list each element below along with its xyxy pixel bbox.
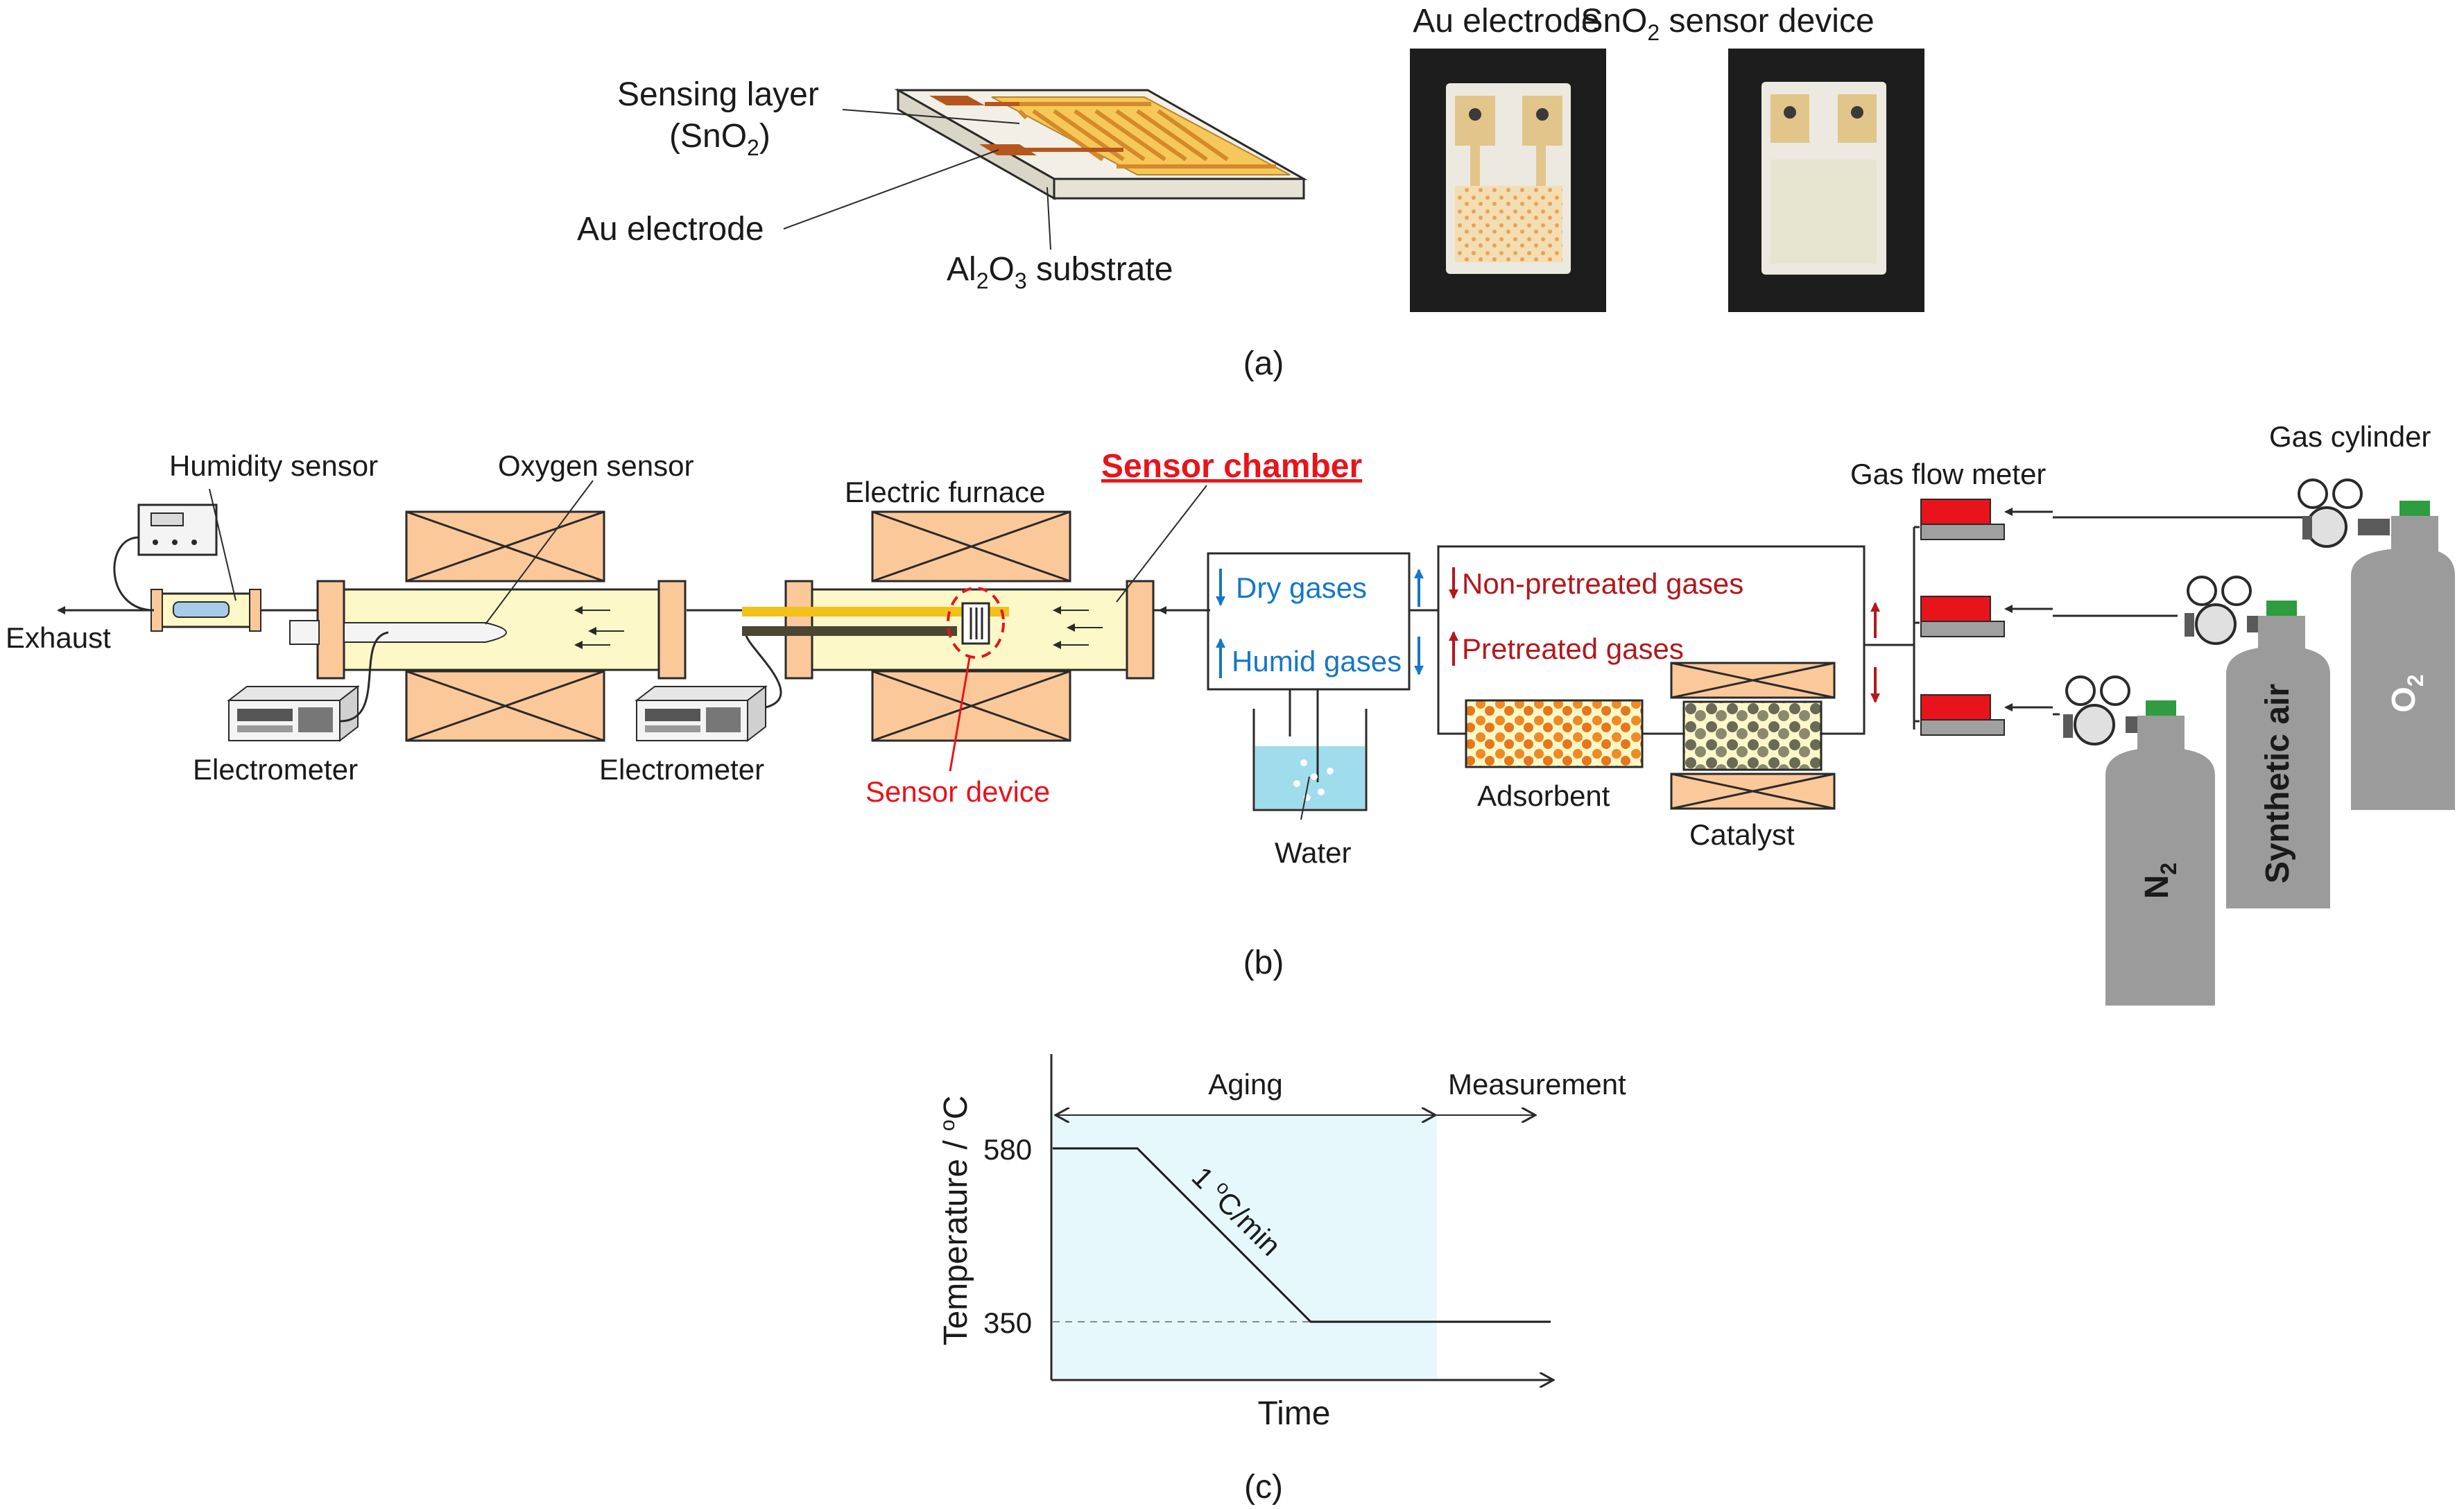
caption-b: (b): [1243, 945, 1284, 981]
humidifier: Dry gases Humid gases: [1207, 552, 1424, 811]
temperature-profile: [1053, 1147, 1551, 1323]
label-sensing-layer-material: (SnO2): [669, 118, 770, 160]
y-axis-label: Temperature / oC: [936, 1096, 974, 1346]
oxygen-sensor-tube: [289, 580, 687, 680]
label-electric-furnace: Electric furnace: [845, 476, 1045, 508]
label-sensing-layer: Sensing layer: [617, 76, 819, 113]
sensor-chamber-tube: [742, 580, 1155, 680]
sensor-schematic: [894, 88, 1308, 200]
tick-350: 350: [983, 1307, 1032, 1339]
label-pretreated: Pretreated gases: [1462, 632, 1684, 665]
cylinder-air-label: Synthetic air: [2259, 684, 2296, 883]
label-exhaust: Exhaust: [6, 621, 111, 654]
tick-580: 580: [983, 1133, 1032, 1166]
cylinder-n2: N2: [2105, 700, 2215, 1006]
label-gas-cylinder: Gas cylinder: [2269, 420, 2431, 453]
label-adsorbent: Adsorbent: [1477, 779, 1610, 812]
caption-c: (c): [1244, 1469, 1283, 1506]
photo-sno2-device-title: SnO2 sensor device: [1580, 3, 1874, 45]
regulator-o2: [2298, 478, 2390, 548]
au-pad-top: [929, 96, 985, 105]
caption-a: (a): [1243, 345, 1284, 382]
photo-au-electrode-title: Au electrode: [1413, 3, 1600, 40]
panel-c: Aging Measurement 580 350 1 oC/min Tempe…: [936, 1054, 1626, 1506]
label-substrate: Al2O3 substrate: [947, 251, 1173, 293]
flow-meter-n2: [1920, 694, 2060, 736]
label-humid-gases: Humid gases: [1232, 645, 1402, 678]
photo-sno2-device: SnO2 sensor device: [1580, 3, 1924, 312]
photo-au-electrode: Au electrode: [1410, 3, 1606, 312]
label-oxygen-sensor: Oxygen sensor: [498, 449, 693, 482]
adsorbent-bed: [1465, 699, 1644, 768]
panel-b: Exhaust Humidity sensor: [6, 420, 2455, 1006]
gas-manifold: [1864, 526, 1920, 730]
label-aging: Aging: [1208, 1068, 1282, 1101]
label-water: Water: [1275, 836, 1351, 869]
catalyst-bed: [1682, 700, 1823, 771]
panel-a: Sensing layer (SnO2) Au electrode Al2O3 …: [577, 3, 1924, 382]
label-electrometer-left: Electrometer: [193, 753, 358, 786]
label-measurement: Measurement: [1448, 1068, 1626, 1101]
flow-meter-air: [1920, 596, 2178, 637]
aging-region: [1053, 1115, 1437, 1379]
x-axis-label: Time: [1258, 1395, 1331, 1432]
regulator-air: [2185, 576, 2272, 645]
label-dry-gases: Dry gases: [1236, 571, 1367, 604]
electrometer-right: [635, 629, 798, 743]
cylinder-n2-label: N2: [2139, 863, 2181, 899]
flow-meter-o2: [1920, 499, 2302, 540]
label-electrometer-right: Electrometer: [599, 753, 764, 786]
cylinder-o2: O2: [2351, 501, 2455, 810]
label-humidity-sensor: Humidity sensor: [169, 449, 378, 482]
substrate-front: [1053, 178, 1305, 200]
sensor-device-highlight: [947, 587, 1005, 659]
label-sensor-device: Sensor device: [865, 775, 1050, 808]
pretreatment-line: Non-pretreated gases Pretreated gases: [1409, 545, 1866, 810]
label-non-pretreated: Non-pretreated gases: [1462, 567, 1743, 600]
cylinder-o2-label: O2: [2386, 674, 2428, 712]
cylinder-air: Synthetic air: [2226, 601, 2330, 908]
label-au-electrode: Au electrode: [577, 211, 764, 248]
label-sensor-chamber: Sensor chamber: [1101, 448, 1362, 485]
humidity-sensor: [113, 503, 261, 632]
label-gas-flow-meter: Gas flow meter: [1850, 458, 2046, 490]
label-catalyst: Catalyst: [1689, 818, 1795, 851]
au-pad-bottom: [979, 144, 1037, 155]
electrometer-left: [227, 631, 389, 743]
